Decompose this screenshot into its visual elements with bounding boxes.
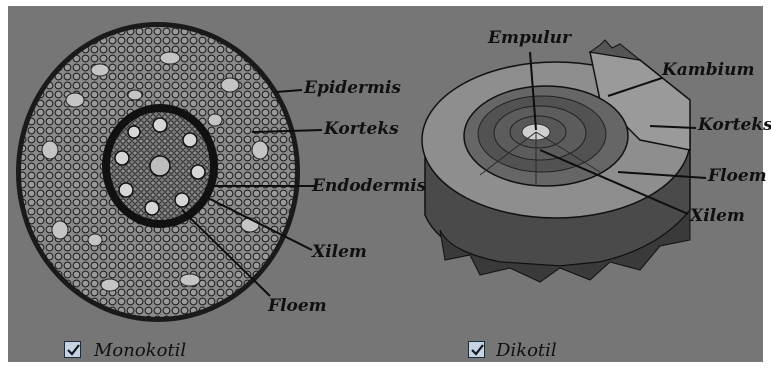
dicot-label-korteks: Korteks — [698, 117, 771, 134]
checkmark-icon — [469, 342, 486, 359]
monocot-caption: Monokotil — [94, 340, 186, 361]
dicot-label-kambium: Kambium — [662, 62, 754, 79]
dicot-checkbox[interactable] — [468, 341, 485, 358]
dicot-label-floem: Floem — [708, 168, 767, 185]
checkmark-icon — [65, 342, 82, 359]
monocot-checkbox[interactable] — [64, 341, 81, 358]
dicot-label-xilem: Xilem — [690, 208, 745, 225]
dicot-caption: Dikotil — [496, 340, 557, 361]
dicot-label-empulur: Empulur — [488, 30, 571, 47]
